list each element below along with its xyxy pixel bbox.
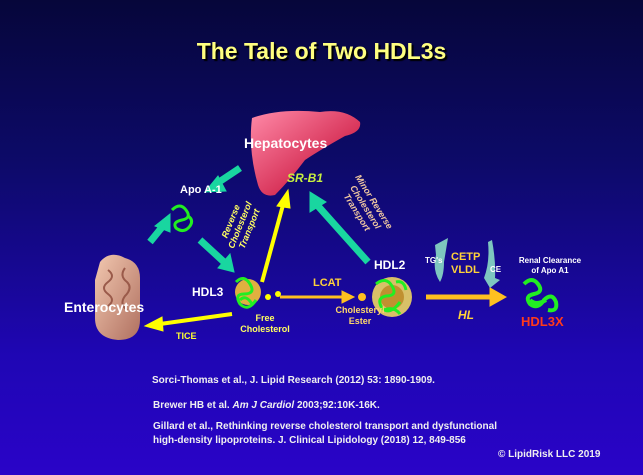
arrow-hdl2-to-liver — [309, 191, 327, 213]
copyright: © LipidRisk LLC 2019 — [498, 449, 601, 460]
ce-label: CE — [490, 265, 502, 274]
renal-label-line2: of Apo A1 — [531, 266, 569, 275]
gillard-line1: Gillard et al., Rethinking reverse chole… — [153, 421, 497, 432]
cetp-label: CETP — [451, 251, 481, 263]
enterocytes-label: Enterocytes — [64, 299, 145, 315]
renal-label-line1: Renal Clearance — [518, 256, 582, 265]
tice-label: TICE — [176, 331, 197, 341]
liver-icon — [250, 110, 361, 196]
vldl-label: VLDL — [451, 264, 480, 276]
hdl3-particle-icon — [234, 277, 261, 309]
hdl3x-particle-icon — [522, 278, 559, 313]
free-label: Free — [255, 313, 275, 323]
arrow-tice — [143, 316, 164, 332]
brewer-journal: Am J Cardiol — [232, 400, 295, 411]
cholesterol-dots — [265, 291, 366, 301]
hepatocytes-label: Hepatocytes — [244, 135, 328, 151]
ester-label: Ester — [348, 316, 372, 326]
intestine-icon — [95, 254, 140, 340]
cholesterol-label: Cholesterol — [240, 324, 290, 334]
reference-brewer: Brewer HB et al. Am J Cardiol 2003;92:10… — [153, 400, 380, 411]
brewer-authors: Brewer HB et al. — [153, 400, 233, 411]
cholesteryl-label: Cholesteryl — [335, 305, 385, 315]
arrow-liver-to-apoa1 — [203, 175, 227, 193]
arrow-apoa1-to-hdl3 — [217, 252, 235, 273]
tg-transfer-arrow-icon — [434, 238, 448, 282]
hdl3x-label: HDL3X — [521, 314, 564, 329]
tgs-label: TG's — [425, 256, 443, 265]
brewer-citation: 2003;92:10K-16K. — [294, 400, 380, 411]
apoa1-protein-icon — [170, 204, 194, 233]
arrow-enterocytes-to-apoa1 — [154, 212, 171, 233]
ce-transfer-arrow-icon — [484, 240, 500, 288]
apoa1-label: Apo A-1 — [180, 184, 222, 196]
arrow-hdl3-to-liver — [276, 188, 291, 209]
srb1-label: SR-B1 — [287, 171, 324, 185]
arrow-hl — [489, 287, 508, 307]
slide-title: The Tale of Two HDL3s — [196, 38, 447, 64]
reference-sorci-thomas: Sorci-Thomas et al., J. Lipid Research (… — [152, 375, 435, 386]
gillard-line2: high-density lipoproteins. J. Clinical L… — [153, 435, 466, 446]
hdl2-particle-icon — [372, 277, 412, 317]
arrow-lcat — [341, 290, 356, 304]
reference-gillard: Gillard et al., Rethinking reverse chole… — [153, 420, 497, 448]
hl-label: HL — [458, 308, 474, 322]
lcat-label: LCAT — [313, 277, 342, 289]
hdl2-label: HDL2 — [374, 258, 406, 272]
hdl3-label: HDL3 — [192, 285, 224, 299]
